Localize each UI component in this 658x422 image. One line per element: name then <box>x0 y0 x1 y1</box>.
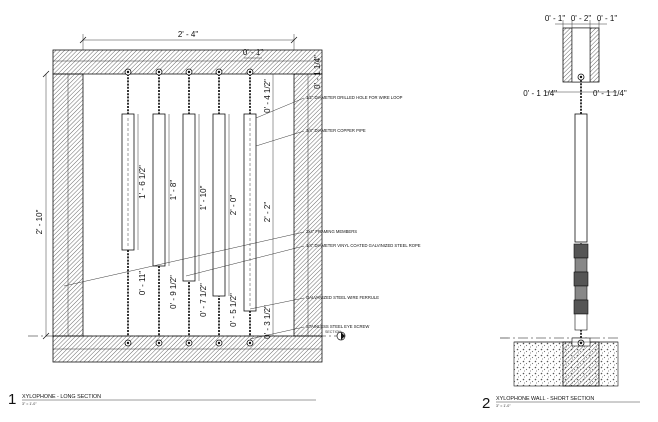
pipe-3 <box>182 113 196 282</box>
short-pipe <box>574 113 588 243</box>
rope-2 <box>155 68 163 347</box>
pipe-4-offset: 0' - 5 1/2" <box>229 293 238 327</box>
right-top-dim: 0' - 4 1/2" <box>263 79 272 113</box>
short-section: 0' - 1" 0' - 2" 0' - 1" 0' - 1 1/4" 0' -… <box>482 14 640 412</box>
short-section-number: 2 <box>482 395 490 412</box>
left-height-dim: 2' - 10" <box>35 209 44 234</box>
pipe-3-offset: 0' - 7 1/2" <box>199 283 208 317</box>
note-drilled-hole: 1/2" DIAMETER DRILLED HOLE FOR WIRE LOOP <box>306 95 403 100</box>
pipe-4-length: 2' - 0" <box>229 195 238 216</box>
long-section-number: 1 <box>8 391 16 408</box>
short-side-left-dim: 0' - 1 1/4" <box>523 89 557 98</box>
pipe-3-length: 1' - 10" <box>199 185 208 210</box>
short-stacked-pipes <box>573 243 589 331</box>
short-section-scale: 3" = 1'-0" <box>496 404 511 408</box>
pipe-2-offset: 0' - 9 1/2" <box>169 275 178 309</box>
note-steel-rope: 1/4" DIAMETER VINYL COATED GALVINIZED ST… <box>306 243 421 248</box>
note-eye-screw: STAINLESS STEEL EYE SCREW <box>306 324 369 329</box>
pipe-1-length: 1' - 6 1/2" <box>138 165 147 199</box>
pipe-2 <box>152 113 166 267</box>
pipe-1 <box>121 113 135 251</box>
top-offset-dim: 0' - 1" <box>243 48 264 57</box>
long-section-scale: 3" = 1'-0" <box>22 402 37 406</box>
right-bottom-dim: 0' - 3 1/2" <box>263 305 272 339</box>
top-right-dim: 0' - 1 1/4" <box>313 55 322 89</box>
short-side-right-dim: 0' - 1 1/4" <box>593 89 627 98</box>
note-copper-pipe: 3/4" DIAMETER COPPER PIPE <box>306 128 366 133</box>
short-top-right-dim: 0' - 1" <box>597 14 618 23</box>
note-wire-ferrule: GALVANIZED STEEL WIRE FERRULE <box>306 295 379 300</box>
long-section: 1' - 6 1/2" 1' - 8" 1' - 10" 2' - 0" 0' … <box>8 30 421 408</box>
short-top-left-dim: 0' - 1" <box>545 14 566 23</box>
note-framing-members: 2x4" FRAMING MEMBERS <box>306 229 357 234</box>
short-bottom-block <box>562 341 600 387</box>
right-span-dim: 2' - 2" <box>263 202 272 223</box>
rope-1 <box>124 68 132 347</box>
short-top-mid-dim: 0' - 2" <box>571 14 592 23</box>
pipe-5 <box>243 113 257 312</box>
short-section-title: XYLOPHONE WALL - SHORT SECTION <box>496 396 594 402</box>
pipe-2-length: 1' - 8" <box>169 180 178 201</box>
pipe-1-offset: 0' - 11" <box>138 271 147 295</box>
section-marker-label: SECTION <box>325 330 341 334</box>
long-section-title: XYLOPHONE - LONG SECTION <box>22 394 101 400</box>
section-marker[interactable]: SECTION <box>325 330 346 341</box>
overall-width-dim: 2' - 4" <box>178 30 199 39</box>
rope-3 <box>185 68 193 347</box>
